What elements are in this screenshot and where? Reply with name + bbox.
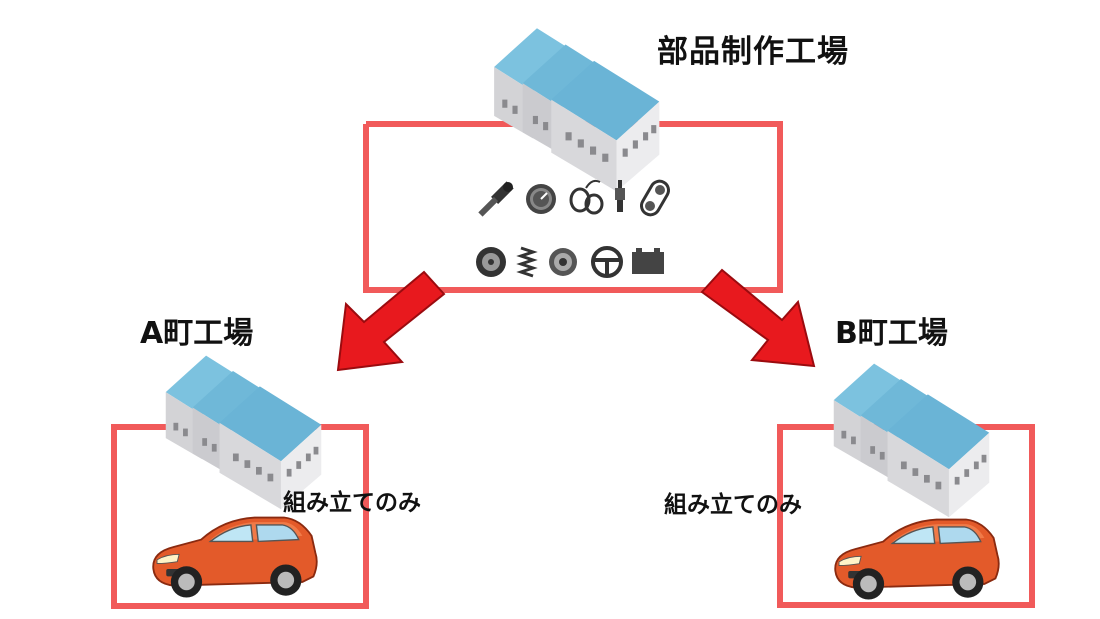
car-b-icon bbox=[834, 518, 1000, 601]
brake-disc-icon bbox=[549, 248, 577, 276]
timing-belt-icon bbox=[640, 179, 670, 217]
spark-plug-icon bbox=[615, 180, 625, 212]
factory-b-label: B町工場 bbox=[835, 316, 948, 351]
shock-absorber-icon bbox=[478, 181, 514, 217]
car-a-icon bbox=[152, 516, 318, 599]
arrow-to-factory-a bbox=[336, 270, 446, 372]
parts-factory-icon bbox=[494, 28, 660, 192]
assembly-only-b-label: 組み立てのみ bbox=[664, 492, 802, 518]
steering-wheel-icon bbox=[591, 246, 623, 278]
arrow-to-factory-b bbox=[700, 268, 816, 368]
headlight-icon bbox=[569, 179, 604, 215]
tire-icon bbox=[476, 247, 506, 277]
assembly-only-a-label: 組み立てのみ bbox=[283, 490, 421, 516]
speedometer-icon bbox=[526, 184, 556, 214]
parts-factory-label: 部品制作工場 bbox=[657, 34, 849, 70]
coil-spring-icon bbox=[516, 246, 538, 278]
battery-icon bbox=[632, 248, 664, 274]
factory-b-icon bbox=[833, 363, 990, 518]
factory-a-label: A町工場 bbox=[140, 316, 254, 351]
